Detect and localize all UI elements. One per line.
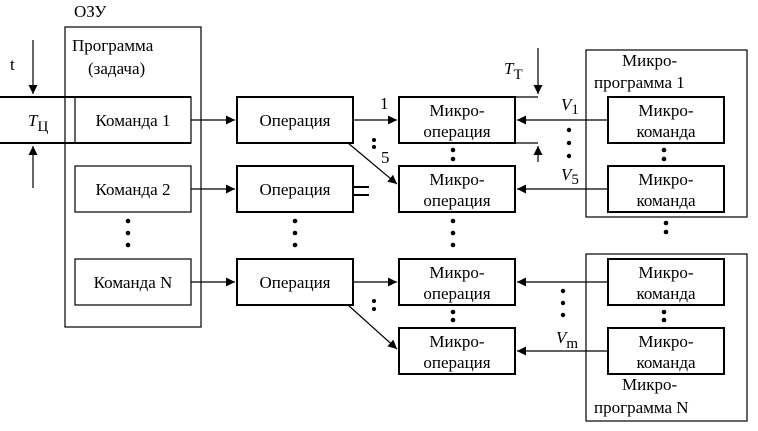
microcmd-5-line2: команда <box>636 191 696 210</box>
microop-5-line2: операция <box>423 191 490 210</box>
microop-5-box <box>398 165 516 213</box>
microcmd-1-line2: команда <box>636 122 696 141</box>
command-2-label: Команда 2 <box>96 180 171 199</box>
microprogram-ellipsis-dots <box>663 220 669 235</box>
time-axis-label: t <box>10 55 15 74</box>
microop-a-line1: Микро- <box>429 263 484 282</box>
opN-branch-dots <box>372 299 376 311</box>
microprogram-n-label-line2: программа N <box>594 398 689 417</box>
microcmd-a-line1: Микро- <box>638 263 693 282</box>
command-n-label: Команда N <box>94 273 173 292</box>
microop-1-line2: операция <box>423 122 490 141</box>
microop-ellipsis-dots <box>450 147 456 323</box>
command-1-box <box>74 96 192 144</box>
microop-b-line2: операция <box>423 353 490 372</box>
v-ellipsis-dots-upper <box>566 127 572 159</box>
v5-label: V5 <box>561 165 579 188</box>
operation-n-box <box>236 258 354 306</box>
microcmd-b-line2: команда <box>636 353 696 372</box>
operation-1-label: Операция <box>260 111 331 130</box>
cycle-period-label: TЦ <box>28 111 48 135</box>
microprogram-1-label-line2: программа 1 <box>594 73 685 92</box>
microop-5-line1: Микро- <box>429 170 484 189</box>
microop-b-box <box>398 327 516 375</box>
operation-1-box <box>236 96 354 144</box>
microop-1-box <box>398 96 516 144</box>
path-label-5: 5 <box>381 148 390 167</box>
microprogram-1-label-line1: Микро- <box>622 51 677 70</box>
program-label-line1: Программа <box>72 36 154 55</box>
microcmd-b-line1: Микро- <box>638 332 693 351</box>
v-ellipsis-dots-lower <box>560 288 566 318</box>
microop-a-box <box>398 258 516 306</box>
command-ellipsis-dots <box>125 218 131 248</box>
opN-to-microopB-arrow <box>347 304 398 350</box>
microprogram-n-label-line1: Микро- <box>622 375 677 394</box>
op1-to-microop5-arrow <box>347 142 398 185</box>
op2-output-lines <box>353 186 369 196</box>
microcmd-5-box <box>607 165 725 213</box>
microop-a-line2: операция <box>423 284 490 303</box>
operation-ellipsis-dots <box>292 218 298 248</box>
microcmd-1-box <box>607 96 725 144</box>
op1-branch-dots <box>372 138 376 149</box>
microcmd-5-line1: Микро- <box>638 170 693 189</box>
microop-1-line1: Микро- <box>429 101 484 120</box>
v1-label: V1 <box>561 95 579 118</box>
command-1-label: Команда 1 <box>96 111 171 130</box>
microcmd-a-line2: команда <box>636 284 696 303</box>
vm-label: Vm <box>556 328 578 352</box>
operation-2-label: Операция <box>260 180 331 199</box>
microcmd-n-ellipsis-dots <box>661 309 667 323</box>
tact-period-label: TТ <box>504 59 523 83</box>
program-label-line2: (задача) <box>88 59 145 78</box>
microcmd-b-box <box>607 327 725 375</box>
operation-n-label: Операция <box>260 273 331 292</box>
operation-2-box <box>236 165 354 213</box>
microcmd-1-line1: Микро- <box>638 101 693 120</box>
microop-b-line1: Микро- <box>429 332 484 351</box>
microcmd-1-ellipsis-dots <box>661 147 667 162</box>
path-label-1: 1 <box>380 94 389 113</box>
ozu-label: ОЗУ <box>74 2 107 21</box>
command-2-box <box>74 165 192 213</box>
